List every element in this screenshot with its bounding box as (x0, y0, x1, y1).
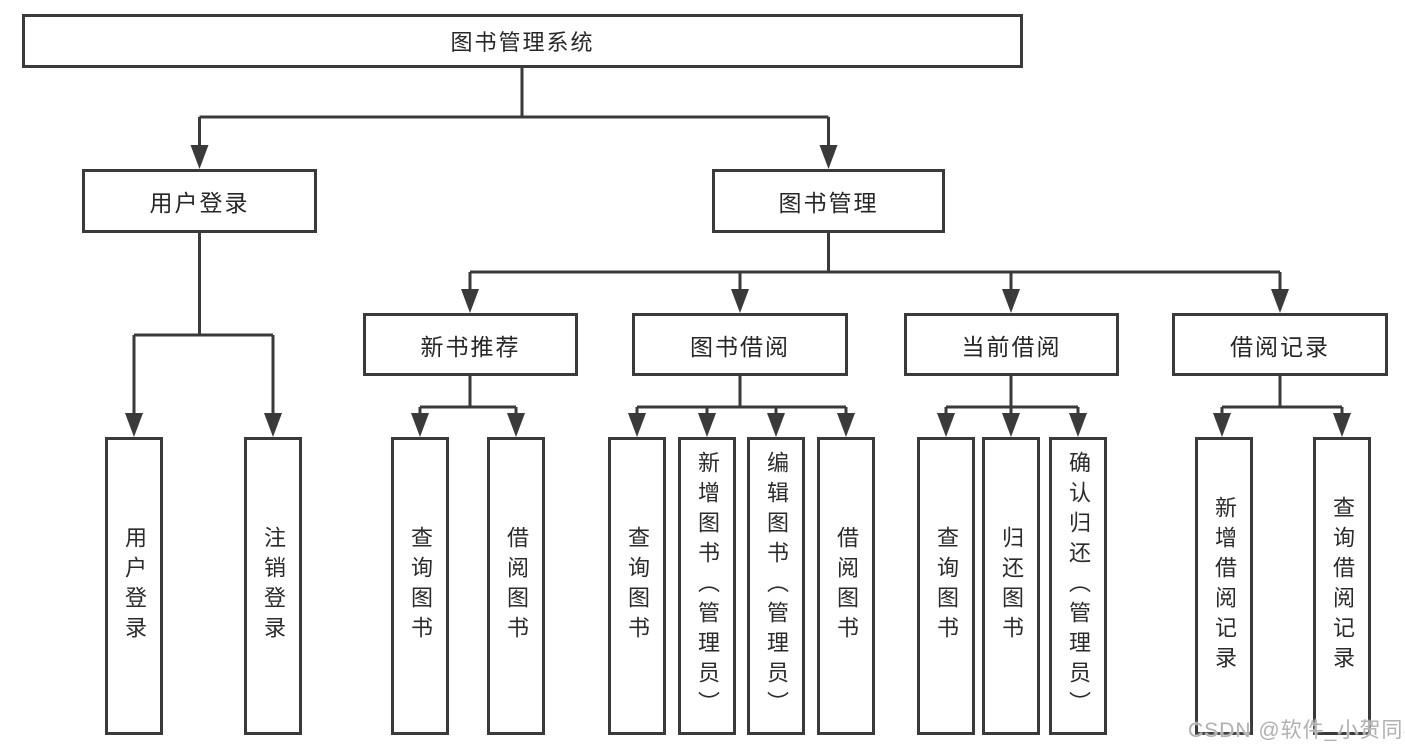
leaf-add-borrow-record: 新增借阅记录 (1195, 437, 1253, 735)
connector-book-borrow-branch (628, 376, 855, 437)
node-book-management: 图书管理 (712, 169, 945, 233)
leaf-query-books-current: 查询图书 (917, 437, 975, 735)
leaf-edit-books-admin-label: 编辑图书（管理员） (764, 451, 789, 721)
leaf-borrow-books-label: 借阅图书 (834, 526, 859, 646)
leaf-query-borrow-record: 查询借阅记录 (1313, 437, 1371, 735)
node-book-borrow-label: 图书借阅 (690, 333, 790, 360)
leaf-add-borrow-record-label: 新增借阅记录 (1212, 496, 1237, 676)
node-user-login: 用户登录 (82, 169, 317, 233)
leaf-add-books-admin: 新增图书（管理员） (678, 437, 736, 735)
leaf-query-borrow-record-label: 查询借阅记录 (1330, 496, 1355, 676)
leaf-query-books-current-label: 查询图书 (934, 526, 959, 646)
connector-root-branch (190, 68, 838, 169)
leaf-edit-books-admin: 编辑图书（管理员） (747, 437, 805, 735)
node-new-book-recommend: 新书推荐 (363, 313, 578, 376)
node-borrow-records: 借阅记录 (1172, 313, 1388, 376)
node-current-borrow: 当前借阅 (904, 313, 1119, 376)
leaf-confirm-return-admin-label: 确认归还（管理员） (1066, 451, 1091, 721)
leaf-query-books-borrow-label: 查询图书 (625, 526, 650, 646)
connector-new-book-branch (411, 376, 525, 437)
leaf-user-login-label: 用户登录 (122, 526, 147, 646)
leaf-borrow-books-recommend: 借阅图书 (487, 437, 545, 735)
node-user-login-label: 用户登录 (149, 190, 250, 216)
node-borrow-records-label: 借阅记录 (1230, 333, 1330, 360)
leaf-query-books-recommend: 查询图书 (391, 437, 449, 735)
connector-book-management-branch (461, 233, 1289, 313)
node-root-label: 图书管理系统 (450, 30, 595, 55)
csdn-watermark: CSDN @软件_小贺同学 (1188, 719, 1405, 742)
node-new-book-recommend-label: 新书推荐 (420, 333, 521, 360)
leaf-confirm-return-admin: 确认归还（管理员） (1049, 437, 1107, 735)
node-root: 图书管理系统 (22, 14, 1023, 68)
leaf-return-books: 归还图书 (982, 437, 1040, 735)
connector-current-borrow-branch (937, 376, 1087, 437)
leaf-logout-login: 注销登录 (244, 437, 302, 735)
leaf-logout-login-label: 注销登录 (261, 526, 286, 646)
node-book-management-label: 图书管理 (778, 190, 879, 216)
connector-borrow-records-branch (1213, 376, 1351, 437)
leaf-return-books-label: 归还图书 (999, 526, 1024, 646)
connector-user-login-branch (125, 233, 282, 437)
leaf-user-login: 用户登录 (105, 437, 163, 735)
leaf-query-books-recommend-label: 查询图书 (408, 526, 433, 646)
leaf-query-books-borrow: 查询图书 (608, 437, 666, 735)
leaf-borrow-books: 借阅图书 (817, 437, 875, 735)
leaf-add-books-admin-label: 新增图书（管理员） (695, 451, 720, 721)
leaf-borrow-books-recommend-label: 借阅图书 (504, 526, 529, 646)
node-current-borrow-label: 当前借阅 (961, 333, 1062, 360)
node-book-borrow: 图书借阅 (632, 313, 848, 376)
